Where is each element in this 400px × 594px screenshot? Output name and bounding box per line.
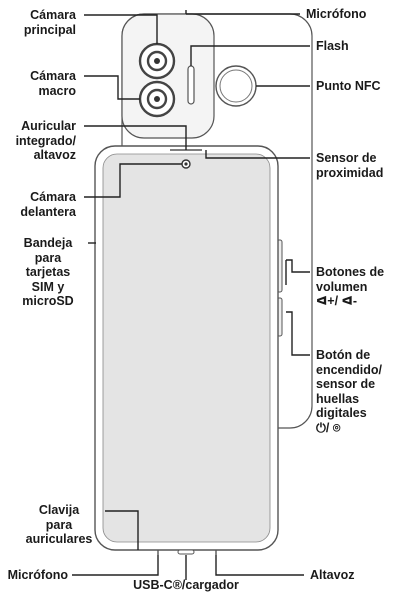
leader-macro-camera bbox=[84, 75, 140, 100]
label-macro-camera: Cámara macro bbox=[30, 69, 76, 98]
label-volume-buttons: Botones de volumen ᐊ+/ ᐊ- bbox=[316, 265, 385, 308]
label-earpiece: Auricular integrado/ altavoz bbox=[15, 119, 76, 162]
label-power-button: Botón de encendido/ sensor de huellas di… bbox=[316, 348, 382, 435]
label-nfc: Punto NFC bbox=[316, 79, 381, 93]
flash-led bbox=[187, 65, 195, 105]
label-mic-bottom: Micrófono bbox=[7, 568, 68, 582]
nfc-inner bbox=[219, 69, 253, 103]
leader-mic-bottom bbox=[72, 555, 159, 576]
label-front-camera: Cámara delantera bbox=[20, 190, 76, 219]
leader-speaker bbox=[215, 555, 304, 576]
label-proximity: Sensor de proximidad bbox=[316, 151, 384, 180]
leader-volume bbox=[286, 259, 310, 273]
label-usb: USB-C®/cargador bbox=[133, 578, 239, 592]
label-speaker: Altavoz bbox=[310, 568, 355, 582]
main-camera-lens-core bbox=[154, 58, 160, 64]
label-flash: Flash bbox=[316, 39, 349, 53]
leader-main-camera bbox=[84, 14, 158, 44]
leader-front-camera bbox=[84, 163, 182, 198]
leader-headphone-jack bbox=[105, 510, 139, 550]
label-headphone-jack: Clavija para auriculares bbox=[25, 503, 93, 546]
leader-power bbox=[286, 311, 310, 356]
label-sim-tray: Bandeja para tarjetas SIM y microSD bbox=[22, 236, 74, 308]
usb-c-port bbox=[177, 549, 195, 555]
macro-camera-lens-core bbox=[154, 96, 160, 102]
leader-flash bbox=[190, 45, 310, 66]
label-main-camera: Cámara principal bbox=[23, 8, 76, 37]
leader-lines bbox=[72, 10, 310, 580]
leader-earpiece bbox=[84, 125, 187, 150]
camera-module bbox=[121, 13, 215, 139]
label-mic-top: Micrófono bbox=[306, 7, 367, 21]
leader-proximity bbox=[205, 150, 310, 159]
front-camera-core bbox=[184, 162, 188, 166]
phone-screen bbox=[102, 153, 271, 543]
